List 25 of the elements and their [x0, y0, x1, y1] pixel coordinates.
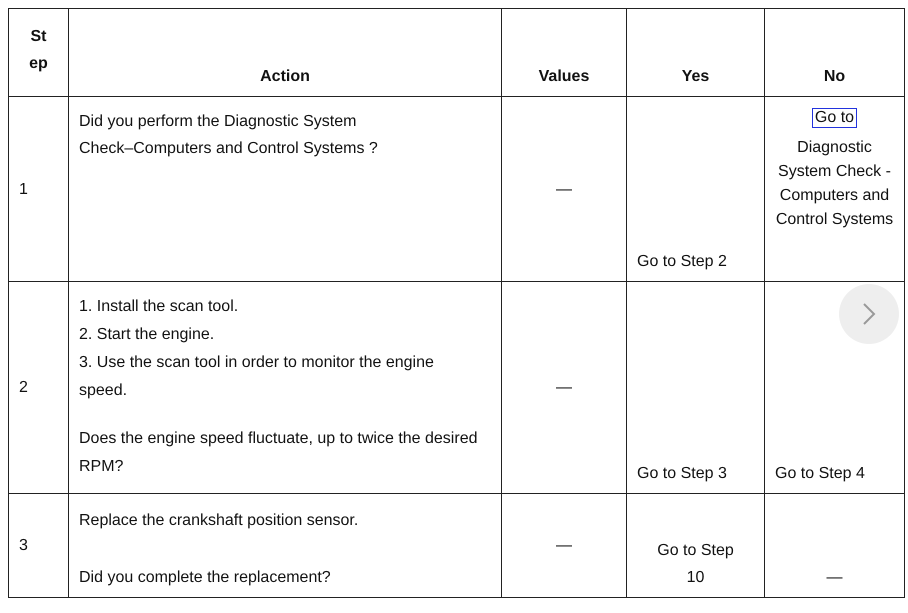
cell-text: 1 — [19, 180, 28, 200]
cell-text: Replace the crankshaft position sensor. — [79, 510, 358, 530]
cell-text: Did you perform the Diagnostic System Check–Computers and Control Systems ? — [79, 112, 379, 158]
cell-text: Go to Step 10 — [656, 540, 735, 588]
cell-text: Diagnostic System Check - Computers and Control Systems — [775, 138, 894, 230]
cell-text: 2. Start the engine. — [79, 324, 214, 344]
column-header: Values — [538, 66, 590, 86]
cell-text: — — [556, 378, 572, 398]
column-header: Step — [28, 26, 48, 74]
column-header: No — [824, 66, 846, 86]
cell-text: Did you complete the replacement? — [79, 568, 331, 588]
cell-text: Go to Step 2 — [637, 252, 727, 272]
column-header: Yes — [682, 66, 710, 86]
cell-text: — — [556, 180, 572, 200]
cell-text: Go to Step 4 — [775, 464, 865, 484]
link: Go to — [812, 108, 858, 128]
cell-text: Go to Step 3 — [637, 464, 727, 484]
column-header: Action — [260, 66, 310, 86]
cell-text: Does the engine speed fluctuate, up to twice the desired RPM? — [79, 428, 478, 476]
cell-text: — — [556, 536, 572, 556]
cell-text: 3 — [19, 536, 28, 556]
cell-text: 1. Install the scan tool. — [79, 296, 238, 316]
cell-text: 3. Use the scan tool in order to monitor the engine speed. — [79, 352, 435, 400]
cell-text: — — [826, 568, 842, 588]
cell-text: 2 — [19, 378, 28, 398]
